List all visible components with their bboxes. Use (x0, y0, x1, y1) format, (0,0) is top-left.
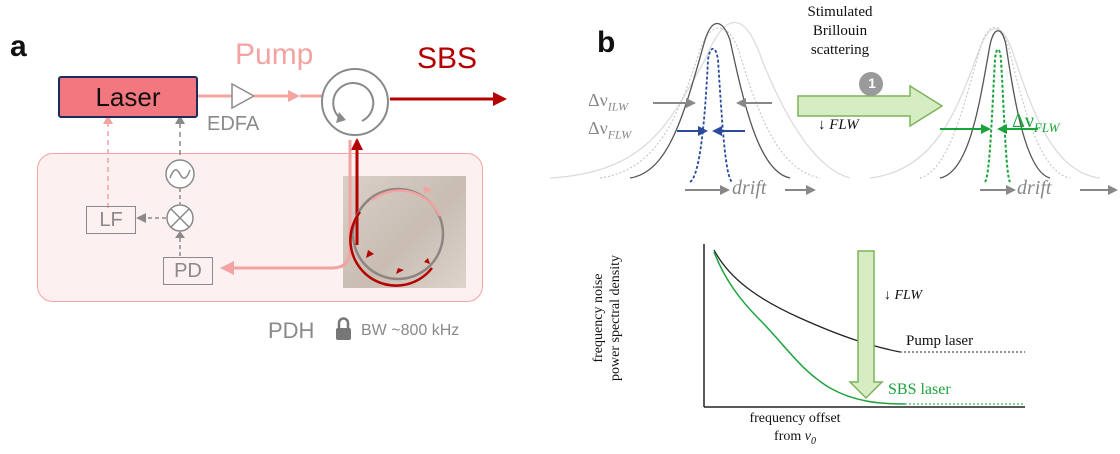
pd-arrow-head (220, 261, 234, 275)
bandwidth-label: BW ~800 kHz (361, 322, 460, 339)
sbs-laser-label: SBS laser (888, 381, 951, 398)
noise-xlabel-line-1: frequency offset (749, 411, 841, 426)
noise-ylabel: frequency noise power spectral density (590, 218, 628, 418)
xlabel-subscript: 0 (810, 435, 816, 447)
xlabel-nu: ν (804, 429, 811, 444)
flw-symbol: Δν (588, 118, 608, 138)
process-line-1: Stimulated (807, 4, 873, 20)
xlabel-prefix: from (774, 429, 805, 444)
lf-box: LF (86, 206, 136, 234)
ilw-wide-shape (549, 21, 851, 179)
ilw-subscript: ILW (607, 99, 628, 114)
circulator-inner-arrow (332, 82, 375, 122)
flw-decrease-label: ↓ FLW (818, 117, 859, 133)
pump-shape-right (939, 30, 1051, 179)
flw-green-subscript: FLW (1033, 120, 1060, 135)
circulator-icon (321, 68, 389, 136)
microring-photo (343, 176, 466, 288)
flw-green-shape (984, 48, 1011, 183)
noise-flw-label: ↓ FLW (884, 288, 922, 303)
sbs-noise-curve (713, 251, 906, 405)
pump-arrow-head (288, 90, 300, 102)
edfa-amplifier-icon (231, 82, 256, 110)
noise-xlabel-line-2: from ν0 (730, 428, 860, 451)
flw-blue-shape (689, 47, 733, 183)
pump-laser-label: Pump laser (906, 333, 974, 349)
ilw-dotted-shape (599, 27, 821, 179)
pd-box: PD (163, 257, 213, 285)
pump-ring-path (371, 189, 442, 217)
pump-label: Pump (235, 38, 314, 71)
process-caption: Stimulated Brillouin scattering (780, 3, 900, 60)
pump-return-line (232, 140, 352, 270)
lock-icon (336, 328, 351, 340)
circulator-arrow-head (336, 112, 346, 123)
noise-ylabel-line-2: power spectral density (608, 255, 623, 381)
panel-b-diagram (549, 21, 1118, 408)
sbs-arrow-head (493, 92, 507, 106)
flw-green-symbol: Δν (1012, 110, 1034, 132)
panel-b-letter: b (597, 26, 616, 59)
process-line-2: Brillouin (812, 23, 868, 39)
drift-label-right: drift (1017, 177, 1052, 199)
flw-subscript: FLW (607, 127, 632, 142)
sbs-label: SBS (417, 42, 478, 75)
panel-a-letter: a (10, 30, 27, 63)
pdh-label: PDH (268, 318, 315, 343)
noise-ylabel-line-1: frequency noise (591, 273, 606, 363)
sbs-ring-path (349, 211, 433, 287)
ilw-label: ΔνILW (588, 90, 628, 115)
laser-box: Laser (58, 76, 198, 118)
process-line-3: scattering (810, 42, 870, 58)
ilw-symbol: Δν (588, 90, 608, 110)
sbs-up-arrow (351, 138, 363, 150)
panel-a-diagram (103, 68, 507, 340)
microring (351, 187, 445, 281)
noise-xlabel: frequency offset from ν0 (730, 410, 860, 451)
sbs-process-arrow (797, 84, 944, 128)
edfa-label: EDFA (207, 113, 260, 135)
flw-green-label: ΔνFLW (1012, 110, 1059, 136)
step-number: 1 (868, 75, 876, 91)
ilw-shape (629, 22, 791, 179)
step-1-badge (859, 72, 883, 96)
noise-reduction-arrow (848, 250, 884, 400)
drift-label-left: drift (732, 177, 767, 199)
flw-label: ΔνFLW (588, 118, 631, 143)
